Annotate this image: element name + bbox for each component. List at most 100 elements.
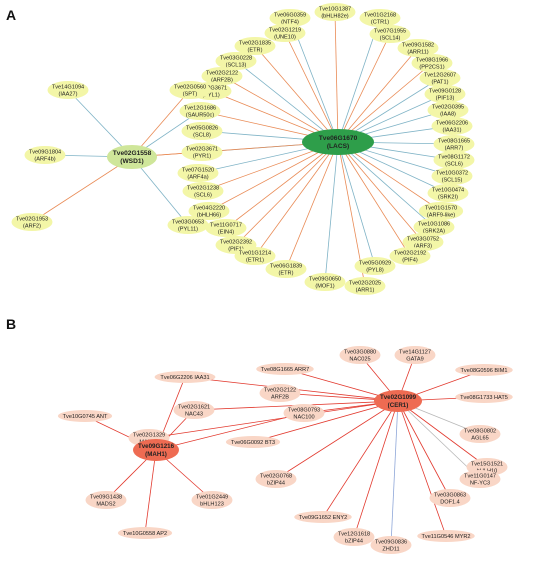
panel-a-node-shape: [354, 257, 396, 275]
panel-b-node-label: Tve09G0836: [375, 540, 407, 546]
panel-a-node-label: Tve02G3671: [186, 147, 218, 153]
panel-a-node-a14[interactable]: Tve02G0395(IAA8): [427, 101, 469, 119]
panel-a-edge-hubA1-a5: [337, 33, 391, 143]
panel-a-node-a7[interactable]: Tve09G1582(ARR11): [397, 39, 439, 57]
panel-b-node-label: Tve02G1329: [133, 433, 165, 439]
panel-a-node-a9[interactable]: Tve08G1966(PP2CS1): [411, 54, 453, 72]
panel-a-node-label: Tve09G1804: [29, 150, 61, 156]
panel-a-node-a26[interactable]: Tve01G1570(ARF9-like): [418, 202, 464, 220]
panel-a-hub-node-hubA1[interactable]: Tve06G1670(LACS): [302, 129, 374, 155]
panel-b-node-b9[interactable]: Tve10G0745 ANT: [57, 410, 113, 422]
panel-b-node-b7[interactable]: Tve08G1733 HAT5: [455, 391, 513, 403]
panel-b-hub-node-hubB1[interactable]: Tve02G1099(CER1): [374, 390, 422, 412]
panel-a-node-a11[interactable]: Tve12G2607(PAT1): [419, 69, 461, 87]
panel-b-node-b24[interactable]: Tve10G0558 AP2: [117, 527, 173, 539]
panel-b-node-shape: [429, 489, 471, 507]
panel-a-node-a36[interactable]: Tve02G2025(ARR1): [344, 277, 386, 295]
panel-a-node-shape: [47, 81, 89, 99]
panel-a-node-a5[interactable]: Tve07G1955(SCL14): [369, 25, 411, 43]
panel-a-node-a24[interactable]: Tve10G0474(SRK2I): [427, 184, 469, 202]
panel-a-node-a3[interactable]: Tve01G2168(CTR1): [359, 9, 401, 27]
panel-a-node-a19[interactable]: Tve02G3671(PYR1): [181, 143, 223, 161]
panel-a-node-a1[interactable]: Tve06G0359(NTF4): [269, 9, 311, 27]
panel-a-node-a34[interactable]: Tve05G0929(PYL8): [354, 257, 396, 275]
panel-a-hub-node-hubA2[interactable]: Tve02G1558(WSD1): [107, 145, 157, 169]
panel-a-node-a25[interactable]: Tve04G2220(bHLH66): [188, 202, 230, 220]
panel-a-node-a15[interactable]: Tve12G1686(SAUR50c): [179, 102, 221, 120]
panel-a-node-label: (SCL15): [442, 177, 463, 183]
panel-b-hub-node-hubB2[interactable]: Tve09G1216(MAH1): [133, 439, 179, 461]
panel-b-node-b13[interactable]: Tve06G0092 BT3: [225, 436, 281, 448]
panel-a-node-a10[interactable]: Tve02G2122(ARF2B): [201, 67, 243, 85]
panel-a-node-a22[interactable]: Tve10G0372(SCL15): [431, 167, 473, 185]
panel-a-node-a23[interactable]: Tve02G1238(SCL6): [182, 182, 224, 200]
panel-a-node-a20[interactable]: Tve08G1172(SCL6): [433, 151, 475, 169]
panel-a-node-a6[interactable]: Tve02G1835(ETR): [234, 37, 276, 55]
panel-a-node-a40[interactable]: Tve02G1953(ARF2): [11, 213, 53, 231]
panel-a-node-a18[interactable]: Tve08G1665(ARR7): [433, 135, 475, 153]
panel-a-node-a39[interactable]: Tve09G1804(ARF4b): [24, 146, 66, 164]
panel-a-node-label: Tve02G1835: [239, 41, 271, 47]
panel-b-node-b18[interactable]: Tve09G1652 ENY2: [294, 511, 352, 523]
panel-a-node-a13[interactable]: Tve09G0128(PIF13): [424, 85, 466, 103]
panel-a-node-shape: [264, 24, 306, 42]
panel-b-node-b4[interactable]: Tve08G0596 BIM1: [455, 364, 513, 376]
panel-a-node-a8[interactable]: Tve03G0228(SCL13): [215, 52, 257, 70]
panel-a-node-label: (SCL14): [380, 35, 401, 41]
panel-a-node-a28[interactable]: Tve10G1086(SRK2A): [413, 218, 455, 236]
panel-a-node-a35[interactable]: Tve09G0650(MOF1): [304, 273, 346, 291]
panel-a-node-label: Tve02G2025: [349, 281, 381, 287]
panel-a-node-label: Tve10G0474: [432, 188, 464, 194]
panel-a-node-a33[interactable]: Tve06G1839(ETR): [265, 260, 307, 278]
panel-b-node-b5[interactable]: Tve06G2206 IAA31: [154, 371, 216, 383]
panel-a-node-label: Tve03G0653: [172, 220, 204, 226]
panel-a-node-label: Tve06G1839: [270, 264, 302, 270]
panel-a-node-a16[interactable]: Tve06G2206(IAA31): [431, 117, 473, 135]
panel-b-node-label: GATA9: [406, 356, 424, 362]
panel-a-node-label: (ARF2B): [211, 77, 233, 83]
panel-a-node-a41[interactable]: Tve03G0653(PYL11): [167, 216, 209, 234]
panel-a-node-label: Tve02G3671: [195, 86, 227, 92]
panel-a-node-a21[interactable]: Tve07G1520(ARF4a): [177, 164, 219, 182]
panel-b-node-b3[interactable]: Tve08G1665 ARR7: [256, 363, 314, 375]
panel-a-node-a4[interactable]: Tve02G1219(UNE10): [264, 24, 306, 42]
panel-a-node-label: (ARF3): [414, 243, 432, 249]
panel-a-node-a37[interactable]: Tve14G1094(IAA27): [47, 81, 89, 99]
panel-a-node-a17[interactable]: Tve05G0826(SCL8): [181, 122, 223, 140]
panel-a-node-label: (IAA27): [59, 91, 78, 97]
panel-b-letter: B: [6, 316, 16, 332]
panel-b-node-label: (CER1): [388, 402, 409, 409]
panel-a-node-a2[interactable]: Tve10G1387(bHLH82e): [314, 3, 356, 21]
panel-a-node-label: Tve09G0650: [309, 277, 341, 283]
panel-a-node-a30[interactable]: Tve03G0752(ARF3): [402, 233, 444, 251]
panel-a-node-label: (EIN4): [218, 229, 234, 235]
panel-a-node-label: Tve10G1086: [418, 222, 450, 228]
panel-a-node-shape: [344, 277, 386, 295]
panel-b-node-shape: [370, 536, 412, 554]
panel-a-node-label: Tve02G1238: [187, 186, 219, 192]
panel-a-node-label: Tve07G1520: [182, 168, 214, 174]
panel-a-node-a32[interactable]: Tve02G2192(PIF4): [389, 247, 431, 265]
panel-a-node-label: (ARF9-like): [427, 212, 455, 218]
panel-a-node-a27[interactable]: Tve11G0717(EIN4): [205, 219, 247, 237]
panel-a-node-a38[interactable]: Tve02G0560(SPT): [169, 81, 211, 99]
panel-a-node-a31[interactable]: Tve01G1214(ETR1): [234, 247, 276, 265]
panel-a-node-label: (ARF4a): [187, 174, 208, 180]
panel-b-node-label: ARF2B: [271, 394, 289, 400]
panel-a-edge-hubA1-a35: [324, 141, 339, 283]
panel-b-node-b21[interactable]: Tve11G0546 MYR2: [417, 530, 475, 542]
panel-a-node-shape: [177, 164, 219, 182]
